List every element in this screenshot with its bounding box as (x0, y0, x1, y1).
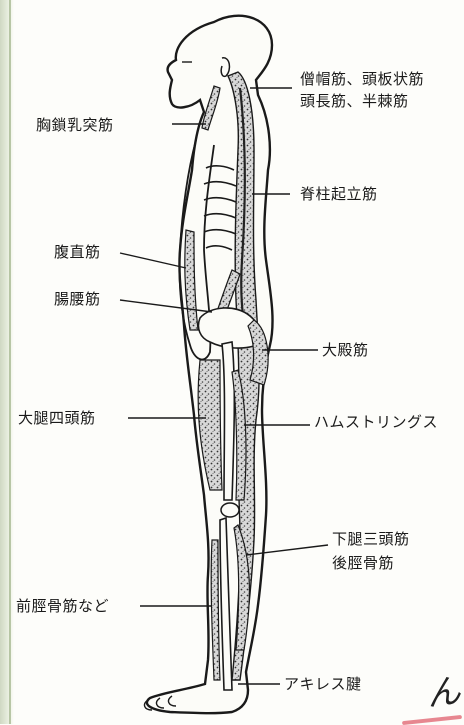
handwritten-signature: ん (423, 663, 463, 716)
label-hamstrings: ハムストリングス (314, 413, 464, 431)
label-longus-semispinalis: 頭長筋、半棘筋 (300, 92, 409, 110)
label-erector-spinae: 脊柱起立筋 (300, 185, 378, 203)
label-trapezius-splenius: 僧帽筋、頭板状筋 (300, 70, 424, 88)
label-tibialis-posterior: 後脛骨筋 (332, 554, 394, 572)
label-gluteus-maximus: 大殿筋 (322, 341, 369, 359)
label-tibialis-anterior: 前脛骨筋など (16, 597, 109, 615)
knee-joint (221, 503, 239, 517)
label-rectus-abdominis: 腹直筋 (54, 243, 101, 261)
femur (222, 342, 234, 500)
label-achilles: アキレス腱 (284, 675, 362, 693)
label-quadriceps: 大腿四頭筋 (18, 409, 96, 427)
leader-line-rectus (120, 253, 186, 268)
label-triceps-surae: 下腿三頭筋 (332, 530, 410, 548)
label-sternocleidomastoid: 胸鎖乳突筋 (36, 116, 114, 134)
label-iliopsoas: 腸腰筋 (54, 290, 101, 308)
